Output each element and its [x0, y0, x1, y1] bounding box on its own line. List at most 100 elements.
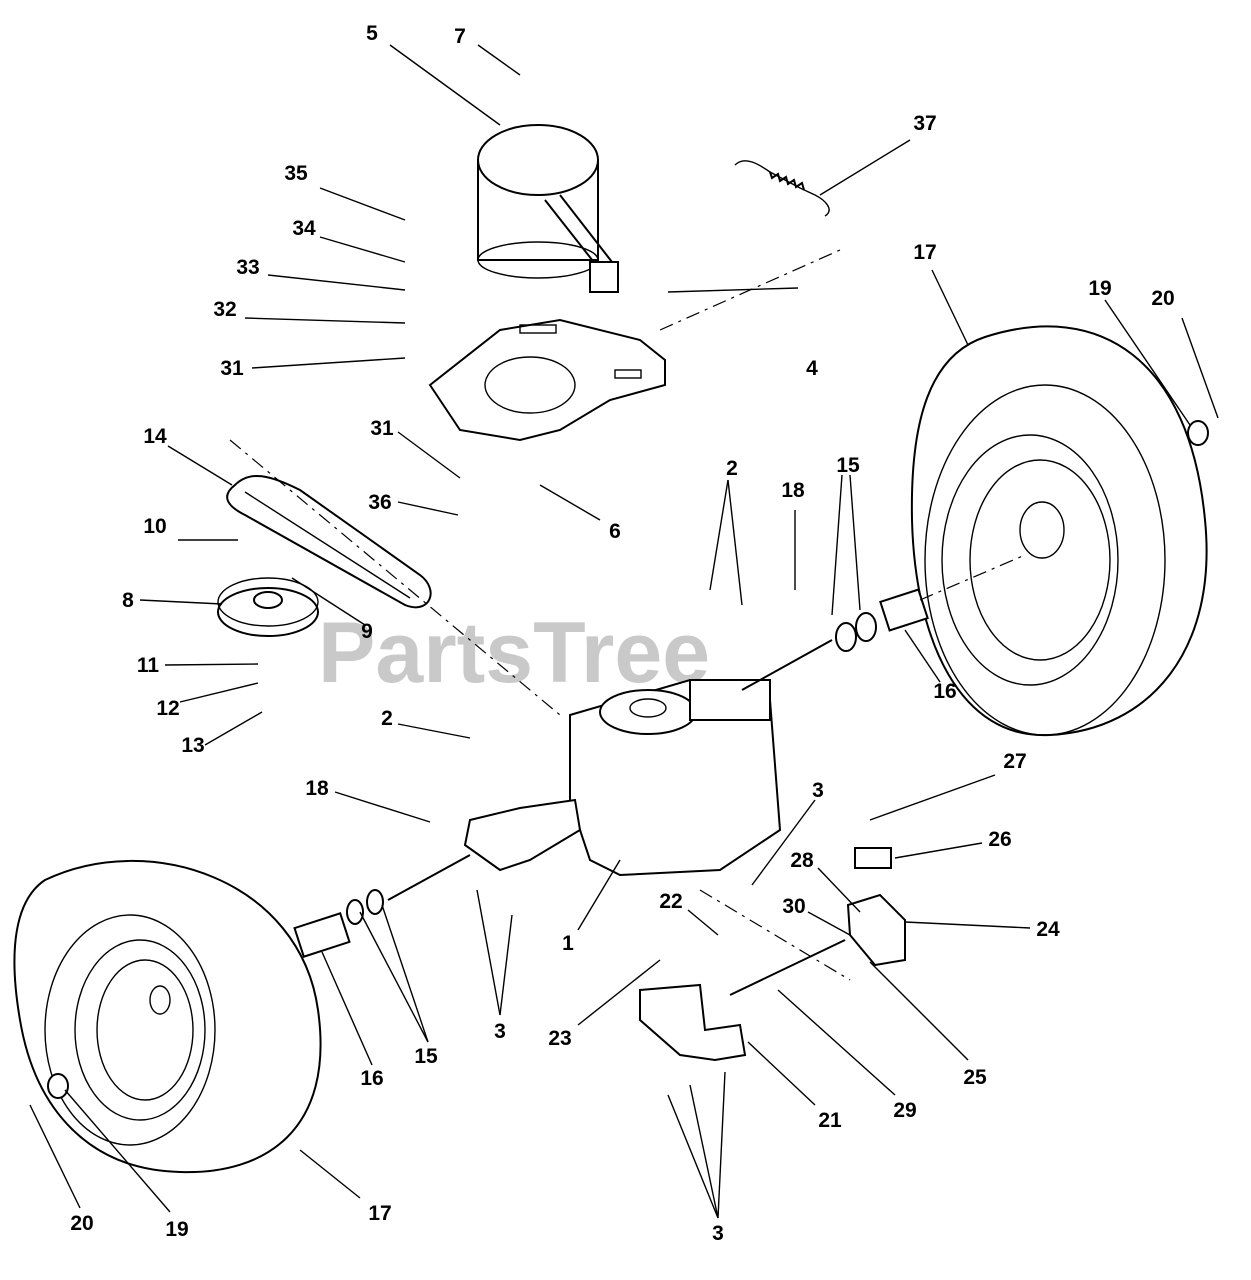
wheel-lower-left[interactable]	[13, 860, 322, 1174]
callout-31-mid[interactable]: 31	[370, 417, 394, 440]
leader-7	[477, 44, 521, 76]
leader-3-mid	[751, 799, 816, 886]
leader-2-b	[727, 479, 743, 606]
wheel-upper-right[interactable]	[910, 325, 1208, 737]
callout-35[interactable]: 35	[284, 162, 308, 185]
callout-16-right[interactable]: 16	[933, 680, 956, 703]
callout-10[interactable]: 10	[143, 515, 166, 538]
transaxle[interactable]	[463, 678, 782, 877]
callout-6[interactable]: 6	[609, 520, 621, 543]
callout-20-bottom[interactable]: 20	[70, 1212, 93, 1235]
callout-19-bottom[interactable]: 19	[165, 1218, 188, 1241]
leader-18-left	[334, 791, 431, 823]
washer-wheel-right[interactable]	[1187, 420, 1209, 446]
callout-25[interactable]: 25	[963, 1066, 987, 1089]
callout-26[interactable]: 26	[988, 828, 1011, 851]
callout-13[interactable]: 13	[181, 734, 204, 757]
callout-12[interactable]: 12	[156, 697, 179, 720]
callout-3-mid[interactable]: 3	[812, 779, 824, 802]
callout-15-right[interactable]: 15	[836, 454, 860, 477]
callout-18-left[interactable]: 18	[305, 777, 329, 800]
callout-3-left[interactable]: 3	[494, 1020, 506, 1043]
callout-4[interactable]: 4	[806, 357, 818, 380]
callout-20-top[interactable]: 20	[1151, 287, 1174, 310]
mounting-plate[interactable]	[428, 318, 666, 442]
leader-12	[179, 682, 259, 703]
callout-21[interactable]: 21	[818, 1109, 842, 1132]
leader-2-a	[709, 479, 729, 591]
callout-16-left[interactable]: 16	[360, 1067, 383, 1090]
callout-9[interactable]: 9	[361, 620, 373, 643]
leader-34	[319, 236, 406, 263]
washer-left-b[interactable]	[366, 889, 384, 915]
callout-27[interactable]: 27	[1003, 750, 1026, 773]
leader-3-bottom-b	[689, 1084, 719, 1219]
leader-32	[244, 317, 406, 324]
callout-14[interactable]: 14	[143, 425, 167, 448]
drive-belt[interactable]	[226, 474, 432, 609]
leader-19-bottom	[64, 1089, 171, 1213]
leader-4	[667, 287, 799, 293]
axle-right	[741, 639, 833, 691]
callout-8[interactable]: 8	[122, 589, 134, 612]
callout-3-bottom[interactable]: 3	[712, 1222, 724, 1245]
leader-13	[204, 711, 263, 746]
callout-24[interactable]: 24	[1036, 918, 1060, 941]
leader-9	[291, 577, 366, 626]
leader-2-left	[397, 723, 471, 739]
leader-31-top	[251, 357, 406, 369]
callout-17-top[interactable]: 17	[913, 241, 936, 264]
leader-6	[539, 484, 601, 521]
callout-19-top[interactable]: 19	[1088, 277, 1111, 300]
callout-31-top[interactable]: 31	[220, 357, 244, 380]
callout-33[interactable]: 33	[236, 256, 259, 279]
centerline-belt	[229, 439, 561, 716]
bracket-26[interactable]	[854, 847, 892, 869]
washer-right-a[interactable]	[855, 612, 877, 642]
leader-26	[894, 842, 983, 859]
washer-left-a[interactable]	[346, 899, 364, 925]
leader-15-a	[831, 474, 843, 616]
motor-assembly[interactable]	[477, 124, 619, 293]
leader-3-bottom-c	[717, 1071, 726, 1219]
bracket-24[interactable]	[846, 893, 906, 967]
callout-22[interactable]: 22	[659, 890, 682, 913]
callout-34[interactable]: 34	[292, 217, 316, 240]
callout-30[interactable]: 30	[782, 895, 805, 918]
washer-right-b[interactable]	[835, 622, 857, 652]
spacer-left[interactable]	[293, 912, 351, 958]
callout-7[interactable]: 7	[454, 25, 466, 48]
callout-5[interactable]: 5	[366, 22, 378, 45]
pulley[interactable]	[217, 577, 319, 637]
leader-31-mid	[397, 431, 461, 479]
axle-left	[387, 854, 471, 901]
callout-11[interactable]: 11	[137, 654, 160, 677]
spacer-right[interactable]	[879, 588, 929, 632]
callout-36[interactable]: 36	[368, 491, 391, 514]
leader-20-bottom	[29, 1104, 81, 1209]
callout-18-right[interactable]: 18	[781, 479, 805, 502]
washer-wheel-left[interactable]	[47, 1073, 69, 1099]
extension-spring[interactable]	[734, 160, 830, 217]
callout-23[interactable]: 23	[548, 1027, 571, 1050]
callout-2-left[interactable]: 2	[381, 707, 393, 730]
leader-19-top	[1104, 299, 1191, 426]
leader-24	[904, 921, 1031, 929]
leader-15-left-a	[359, 911, 429, 1043]
leader-36	[397, 501, 459, 516]
callout-2-top[interactable]: 2	[726, 457, 738, 480]
callout-28[interactable]: 28	[790, 849, 814, 872]
callout-37[interactable]: 37	[913, 112, 936, 135]
callout-1[interactable]: 1	[562, 932, 574, 955]
callout-32[interactable]: 32	[213, 298, 236, 321]
bracket-21[interactable]	[639, 983, 747, 1062]
callout-17-bottom[interactable]: 17	[368, 1202, 391, 1225]
leader-15-b	[849, 474, 861, 611]
callout-15-left[interactable]: 15	[414, 1045, 438, 1068]
callout-29[interactable]: 29	[893, 1099, 916, 1122]
leader-11	[164, 663, 259, 666]
watermark-text: PartsTree	[318, 605, 710, 701]
leader-20-top	[1181, 317, 1219, 419]
leader-17-bottom	[299, 1149, 361, 1199]
